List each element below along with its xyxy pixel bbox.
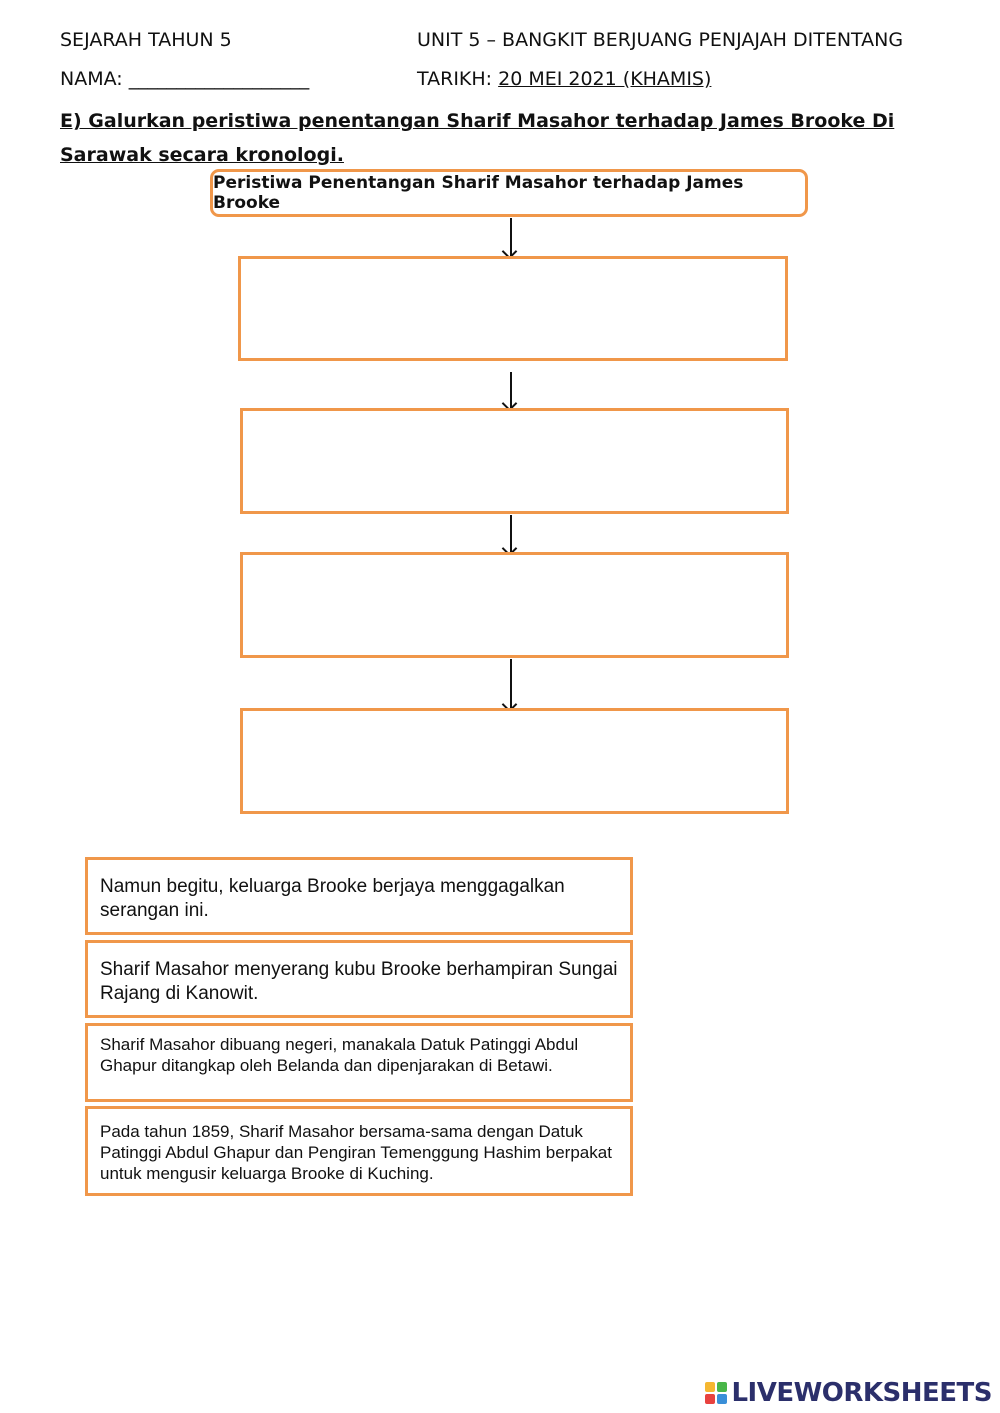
- option-card-4[interactable]: Pada tahun 1859, Sharif Masahor bersama-…: [85, 1106, 633, 1196]
- option-card-3[interactable]: Sharif Masahor dibuang negeri, manakala …: [85, 1023, 633, 1102]
- name-field[interactable]: NAMA: ___________________: [60, 68, 310, 90]
- answer-box-3[interactable]: [240, 552, 789, 658]
- liveworksheets-logo: LIVEWORKSHEETS: [705, 1378, 992, 1408]
- brand-text: LIVEWORKSHEETS: [731, 1378, 992, 1408]
- option-text: Sharif Masahor dibuang negeri, manakala …: [100, 1035, 579, 1075]
- date-line: TARIKH: 20 MEI 2021 (KHAMIS): [417, 67, 711, 91]
- flow-arrow: [510, 218, 512, 256]
- option-text: Sharif Masahor menyerang kubu Brooke ber…: [100, 959, 618, 1004]
- date-label: TARIKH:: [417, 68, 499, 90]
- subject-title: SEJARAH TAHUN 5: [60, 29, 232, 51]
- liveworksheets-logo-icon: [705, 1382, 728, 1404]
- unit-title: UNIT 5 – BANGKIT BERJUANG PENJAJAH DITEN…: [417, 29, 904, 51]
- flow-arrow: [510, 372, 512, 408]
- answer-box-2[interactable]: [240, 408, 789, 514]
- flow-arrow: [510, 659, 512, 709]
- flowchart-title: Peristiwa Penentangan Sharif Masahor ter…: [210, 169, 808, 217]
- option-card-1[interactable]: Namun begitu, keluarga Brooke berjaya me…: [85, 857, 633, 935]
- answer-box-4[interactable]: [240, 708, 789, 814]
- option-card-2[interactable]: Sharif Masahor menyerang kubu Brooke ber…: [85, 940, 633, 1018]
- date-value: 20 MEI 2021 (KHAMIS): [498, 68, 712, 90]
- answer-box-1[interactable]: [238, 256, 788, 361]
- flow-arrow: [510, 515, 512, 553]
- option-text: Namun begitu, keluarga Brooke berjaya me…: [100, 876, 565, 921]
- instruction-text: E) Galurkan peristiwa penentangan Sharif…: [60, 110, 895, 166]
- option-text: Pada tahun 1859, Sharif Masahor bersama-…: [100, 1122, 612, 1183]
